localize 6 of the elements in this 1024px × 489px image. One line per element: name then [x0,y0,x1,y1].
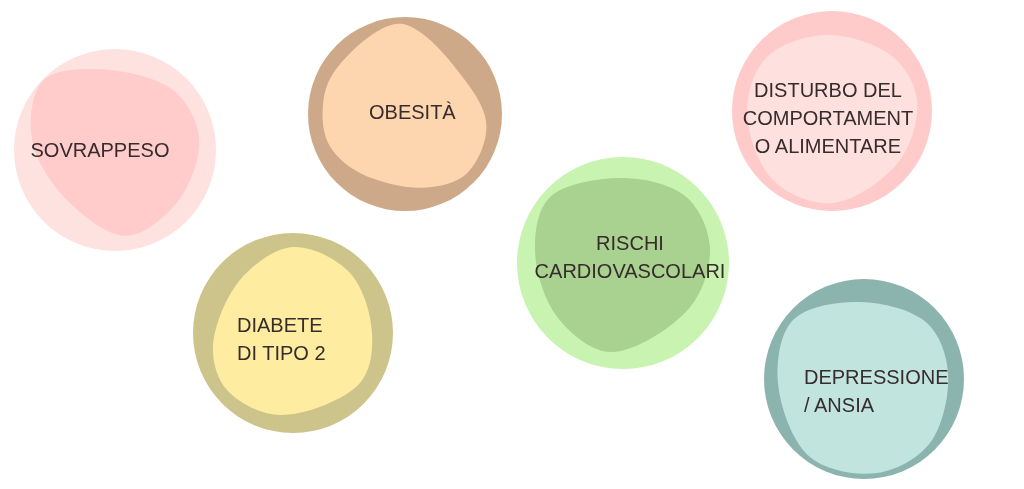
topic-label: DISTURBO DEL COMPORTAMENT O ALIMENTARE [741,78,915,159]
topic-label: DEPRESSIONE / ANSIA [804,365,950,418]
topic-label: SOVRAPPESO [30,138,171,163]
topic-label: DIABETE DI TIPO 2 [237,313,327,366]
topic-label: RISCHI CARDIOVASCOLARI [533,231,727,284]
topic-label: OBESITÀ [369,100,457,125]
